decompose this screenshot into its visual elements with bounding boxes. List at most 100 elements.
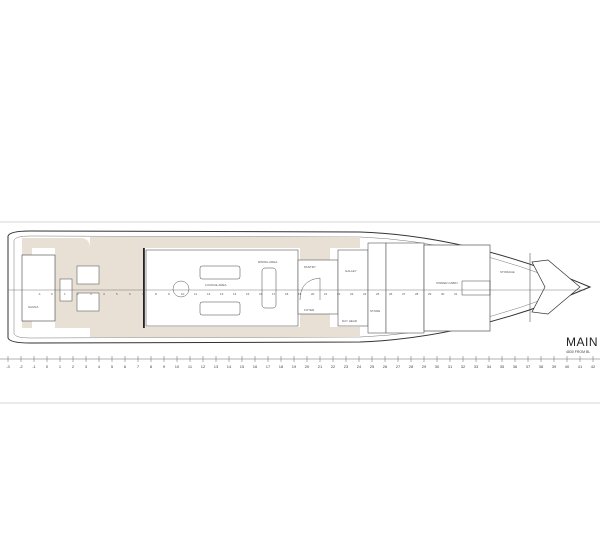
frame-number: 3 (85, 364, 88, 369)
room-label-dining: DINING AREA (258, 260, 277, 264)
frame-number: 18 (279, 364, 284, 369)
frame-number: 33 (474, 364, 479, 369)
centerline-frame-number: 18 (285, 292, 289, 296)
stair-landing-port (300, 248, 330, 260)
room-label-aft: SAUNA (28, 305, 38, 309)
centerline-frame-number: 13 (220, 292, 224, 296)
centerline-frame-number: 26 (389, 292, 393, 296)
centerline-frame-number: 12 (207, 292, 211, 296)
dining-table (261, 267, 277, 309)
spiral-stair (299, 277, 321, 301)
frame-number: 41 (578, 364, 583, 369)
frame-number: 27 (396, 364, 401, 369)
frame-number: 34 (487, 364, 492, 369)
foyer-room (297, 259, 339, 315)
frame-number: 21 (318, 364, 323, 369)
service-corridor (367, 242, 387, 334)
centerline-frame-number: 0 (51, 292, 53, 296)
frame-number: 32 (461, 364, 466, 369)
centerline-frame-number: 9 (168, 292, 170, 296)
centerline-frame-number: 25 (376, 292, 380, 296)
frame-number: 4 (98, 364, 101, 369)
frame-number: 17 (266, 364, 271, 369)
sunpad-starboard (76, 292, 100, 312)
frame-number: 35 (500, 364, 505, 369)
saloon (145, 249, 299, 327)
centerline-frame-number: 24 (363, 292, 367, 296)
centerline-frame-number: 20 (311, 292, 315, 296)
frame-number: 1 (59, 364, 62, 369)
frame-number: 42 (591, 364, 596, 369)
centerline-frame-number: 10 (181, 292, 185, 296)
centerline-frame-number: 7 (142, 292, 144, 296)
frame-number: 36 (513, 364, 518, 369)
centerline-frame-number: 19 (298, 292, 302, 296)
room-label-dayhead: DAY HEAD (342, 319, 358, 323)
centerline-frame-number: 5 (116, 292, 118, 296)
frame-number: 13 (214, 364, 219, 369)
centerline-frame-number: 29 (428, 292, 432, 296)
frame-number: 40 (565, 364, 570, 369)
centerline-frame-number: 31 (454, 292, 458, 296)
side-deck-starboard (90, 327, 360, 337)
frame-number: 39 (552, 364, 557, 369)
frame-number: 23 (344, 364, 349, 369)
frame-number: 16 (253, 364, 258, 369)
frame-number: 14 (227, 364, 232, 369)
sunpad-port (76, 265, 100, 285)
centerline-frame-number: 6 (129, 292, 131, 296)
frame-number: 30 (435, 364, 440, 369)
room-label-owner: OWNER CABIN (436, 281, 458, 285)
centerline-frame-number: 15 (246, 292, 250, 296)
side-deck-port (90, 237, 360, 248)
room-label-pantry: PANTRY (304, 265, 316, 269)
centerline-frame-number: 14 (233, 292, 237, 296)
deck-title: MAIN (566, 335, 598, 349)
owner-bed (461, 280, 491, 296)
aft-deck-top (22, 238, 90, 248)
centerline-frame-number: 3 (90, 292, 92, 296)
centerline-frame-number: 21 (324, 292, 328, 296)
owner-cabin (423, 244, 491, 332)
room-label-foyer: FOYER (304, 308, 315, 312)
sauna-room (21, 254, 56, 322)
centerline-frame-number: -1 (38, 292, 41, 296)
frame-number: -3 (6, 364, 10, 369)
frame-number: 29 (422, 364, 427, 369)
frame-number: 10 (175, 364, 180, 369)
centerline-frame-number: 1 (64, 292, 66, 296)
centerline-frame-number: 17 (272, 292, 276, 296)
frame-number: 26 (383, 364, 388, 369)
frame-number: 24 (357, 364, 362, 369)
centerline-frame-number: 27 (402, 292, 406, 296)
centerline-frame-number: 8 (155, 292, 157, 296)
frame-number: 11 (188, 364, 193, 369)
room-label-store: STORE (370, 309, 380, 313)
frame-number: 15 (240, 364, 245, 369)
frame-number: 7 (137, 364, 140, 369)
sofa-port (199, 265, 241, 280)
deck-subtitle: 4830 FROM BL (566, 350, 590, 354)
room-label-galley: GALLEY (345, 269, 357, 273)
frame-number: 19 (292, 364, 297, 369)
frame-number: 20 (305, 364, 310, 369)
frame-number: -2 (19, 364, 23, 369)
centerline-frame-number: 11 (194, 292, 197, 296)
frame-number: 38 (539, 364, 544, 369)
sofa-starboard (199, 301, 241, 316)
frame-number: 28 (409, 364, 414, 369)
centerline-frame-number: 23 (350, 292, 354, 296)
stair-landing-starboard (300, 314, 330, 327)
frame-number: 31 (448, 364, 453, 369)
centerline-frame-number: 28 (415, 292, 419, 296)
centerline-frame-number: 22 (337, 292, 341, 296)
room-label-storage: STORAGE (500, 270, 515, 274)
frame-number: 22 (331, 364, 336, 369)
galley-room (337, 249, 369, 327)
round-table (172, 280, 190, 298)
frame-number: 12 (201, 364, 206, 369)
frame-number: 37 (526, 364, 531, 369)
frame-number: 25 (370, 364, 375, 369)
frame-number: 0 (46, 364, 49, 369)
